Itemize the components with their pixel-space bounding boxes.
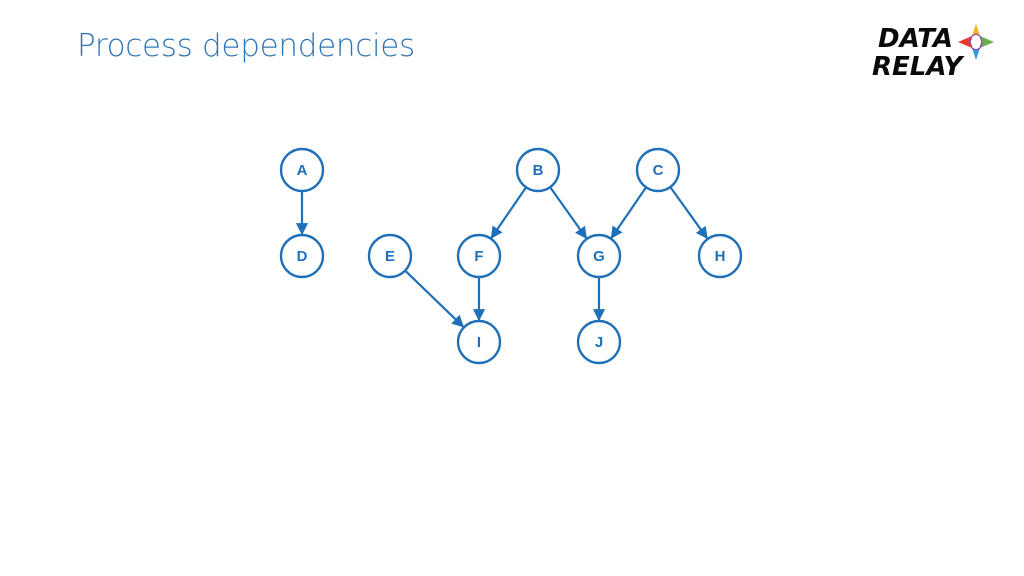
node-circle	[697, 233, 743, 279]
node-j: J	[576, 319, 622, 365]
node-label: H	[715, 248, 726, 265]
node-circle	[367, 233, 413, 279]
node-circle	[279, 233, 325, 279]
node-label: G	[593, 248, 605, 265]
node-d: D	[279, 233, 325, 279]
edge-b-to-g	[549, 186, 588, 240]
node-label: I	[477, 334, 481, 351]
node-label: C	[653, 162, 664, 179]
logo-text-line1: DATA	[878, 24, 954, 54]
logo-star-icon	[958, 24, 994, 60]
node-circle	[456, 319, 502, 365]
edge-c-to-h	[669, 186, 708, 240]
node-circle	[515, 147, 561, 193]
node-g: G	[576, 233, 622, 279]
logo-text-line2: RELAY	[872, 52, 963, 82]
node-circle	[576, 319, 622, 365]
node-circle	[279, 147, 325, 193]
node-e: E	[367, 233, 413, 279]
node-label: E	[385, 248, 395, 265]
edges-layer	[295, 186, 708, 328]
node-h: H	[697, 233, 743, 279]
slide-title: Process dependencies	[77, 28, 415, 64]
node-label: D	[297, 248, 308, 265]
node-label: J	[595, 334, 603, 351]
node-label: F	[474, 248, 483, 265]
nodes-layer: A B C D E F G H I J	[279, 147, 743, 365]
node-a: A	[279, 147, 325, 193]
node-label: B	[533, 162, 544, 179]
node-circle	[456, 233, 502, 279]
node-circle	[635, 147, 681, 193]
node-i: I	[456, 319, 502, 365]
edge-e-to-i	[404, 269, 465, 328]
data-relay-logo: DATA RELAY	[868, 22, 1004, 88]
node-c: C	[635, 147, 681, 193]
node-label: A	[297, 162, 308, 179]
edge-c-to-g	[610, 186, 648, 239]
node-f: F	[456, 233, 502, 279]
edge-b-to-f	[490, 186, 528, 239]
node-circle	[576, 233, 622, 279]
node-b: B	[515, 147, 561, 193]
